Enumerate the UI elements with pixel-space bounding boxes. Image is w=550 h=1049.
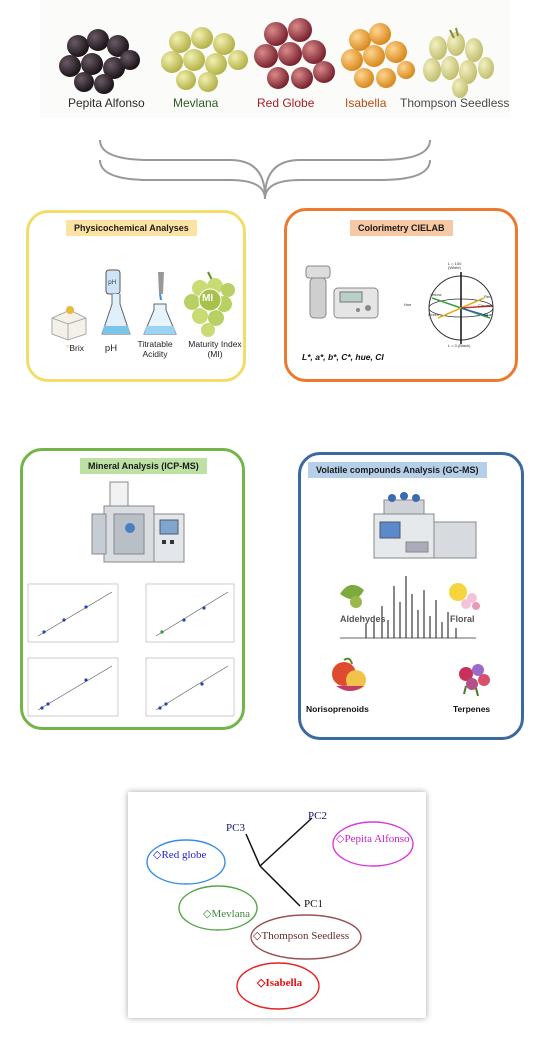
norisoprenoids-fruit-icon: [332, 657, 366, 691]
pca-label-red-globe: ◇Red globe: [153, 849, 207, 861]
red-globe-cluster: [254, 18, 335, 89]
sphere-top-label: L = 100 (White): [448, 261, 462, 270]
ph-flask-icon: pH: [101, 269, 131, 335]
pca-plot: [146, 817, 414, 1010]
pc2-axis-line: [259, 817, 313, 867]
pc3-label: PC3: [226, 822, 245, 834]
ellipse-pepita-alfonso: [332, 821, 414, 867]
sphere-label-blue: Blue: [484, 312, 493, 317]
physicochemical-icons: pH: [51, 269, 235, 341]
ellipse-mevlana: [178, 885, 258, 931]
cielab-sphere-diagram: [428, 272, 494, 344]
mi-badge-text: MI: [202, 293, 214, 304]
volatile-title: Volatile compounds Analysis (GC-MS): [308, 462, 487, 478]
sphere-label-green: Green: [428, 312, 440, 317]
thompson-seedless-cluster: [423, 27, 494, 98]
sphere-bottom-label: L = 0 (Black): [448, 343, 471, 348]
sphere-label-red: Red: [484, 294, 492, 299]
pepita-alfonso-cluster: [59, 29, 140, 94]
ellipse-thompson-seedless: [250, 914, 362, 960]
calibration-curves: [27, 583, 235, 717]
chromatogram: [340, 576, 480, 639]
calibration-plot-3: [27, 657, 119, 717]
calibration-plot-2: [145, 583, 235, 643]
maturity-index-grapes-icon: [184, 271, 235, 337]
mineral-title: Mineral Analysis (ICP-MS): [80, 458, 207, 474]
grape-label-mevlana: Mevlana: [173, 96, 219, 110]
grape-label-red-globe: Red Globe: [257, 96, 315, 110]
terpenes-flowers-icon: [459, 664, 490, 697]
pca-label-pepita-alfonso: ◇Pepita Alfonso: [336, 833, 410, 845]
pc1-label: PC1: [304, 898, 323, 910]
calibration-plot-4: [145, 657, 235, 717]
label-aldehydes: Aldehydes: [340, 614, 386, 624]
label-terpenes: Terpenes: [453, 704, 491, 714]
titration-flask-icon: [143, 272, 177, 335]
label-maturity-index: Maturity Index (MI): [188, 339, 242, 359]
colorimeter-device-icon: [305, 265, 379, 319]
pc1-axis-line: [259, 865, 301, 907]
pca-panel: [128, 792, 426, 1018]
label-brix: °Brix: [65, 343, 85, 353]
label-floral: Floral: [450, 614, 475, 624]
colorimetry-title: Colorimetry CIELAB: [350, 220, 453, 236]
calibration-plot-1: [27, 583, 119, 643]
sphere-label-hue: Hue: [404, 302, 412, 307]
mevlana-cluster: [161, 27, 248, 92]
colorimetry-parameters: L*, a*, b*, C*, hue, CI: [302, 352, 384, 362]
grape-clusters: [59, 18, 494, 98]
aldehydes-icon: [340, 584, 364, 608]
label-ph: pH: [104, 343, 118, 354]
physicochemical-title: Physicochemical Analyses: [66, 220, 197, 236]
pca-label-mevlana: ◇Mevlana: [203, 908, 250, 920]
curly-brace: [99, 139, 431, 200]
sphere-label-chroma: Chroma: [478, 303, 493, 308]
isabella-cluster: [341, 23, 415, 88]
sugar-cube-icon: [51, 306, 87, 341]
ellipse-isabella: [236, 962, 320, 1010]
gc-ms-instrument-icon: [373, 492, 477, 559]
grape-label-isabella: Isabella: [345, 96, 387, 110]
pc3-axis-line: [245, 833, 261, 867]
sphere-label-yellow: Yellow: [430, 292, 442, 297]
ellipse-red-globe: [146, 839, 226, 885]
floral-icon: [449, 583, 480, 610]
grape-label-thompson-seedless: Thompson Seedless: [400, 96, 510, 110]
pca-label-isabella: ◇Isabella: [257, 977, 303, 989]
icp-ms-instrument-icon: [91, 481, 185, 563]
pca-label-thompson-seedless: ◇Thompson Seedless: [253, 930, 350, 942]
grape-label-pepita-alfonso: Pepita Alfonso: [68, 96, 145, 110]
label-norisoprenoids: Norisoprenoids: [306, 704, 369, 714]
label-titratable-acidity: Titratable Acidity: [137, 339, 173, 359]
pc2-label: PC2: [308, 810, 327, 822]
svg-text:pH: pH: [108, 279, 116, 286]
